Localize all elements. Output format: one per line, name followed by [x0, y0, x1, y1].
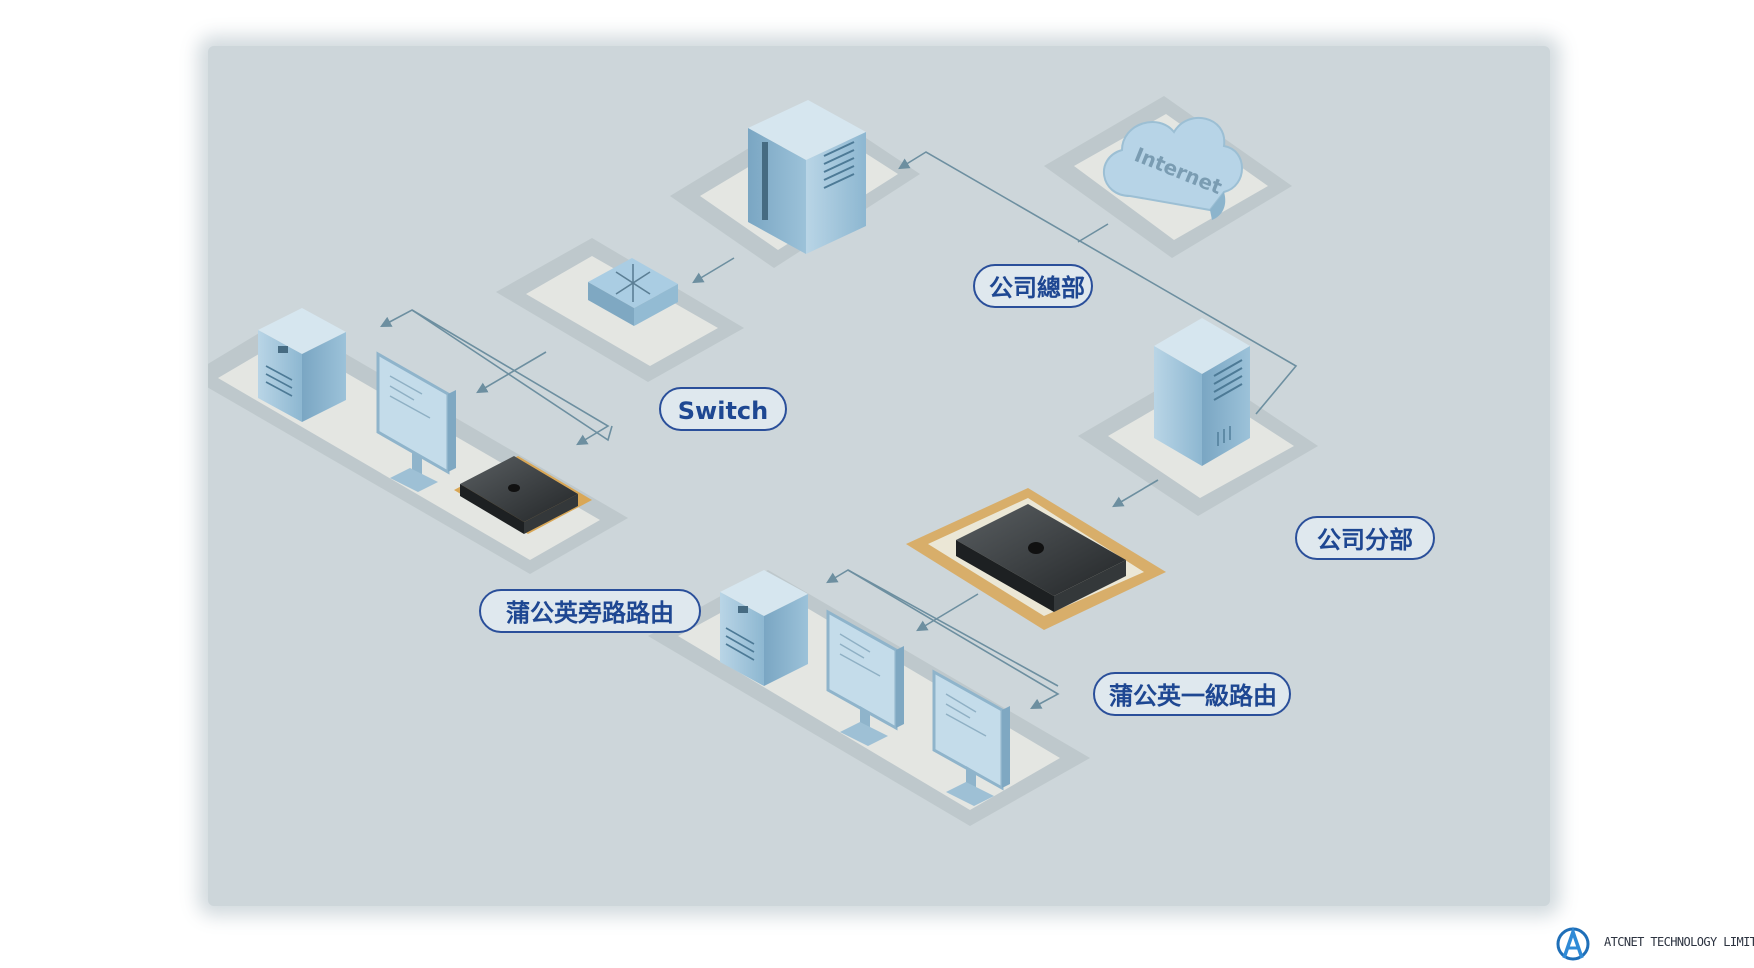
link-branch-router	[1112, 479, 1159, 508]
branch-label: 公司分部	[1295, 516, 1435, 560]
atcnet-logo-mark	[1556, 926, 1590, 961]
link-hq-switch	[692, 257, 735, 284]
link-bypass-router	[411, 309, 610, 446]
bottom-monitor-1-icon[interactable]	[826, 609, 904, 746]
network-diagram-stage: Internet	[208, 46, 1550, 906]
left-monitor-icon[interactable]	[376, 351, 456, 492]
bypass-router-icon[interactable]	[454, 456, 592, 534]
connectors	[380, 151, 1298, 710]
bypass-router-label: 蒲公英旁路路由	[479, 589, 701, 633]
branch-server-icon[interactable]	[1154, 318, 1250, 466]
link-monitor-bottom	[847, 569, 1060, 710]
left-tower-icon[interactable]	[258, 308, 346, 422]
primary-router-label: 蒲公英一級路由	[1093, 672, 1291, 716]
switch-label: Switch	[659, 387, 787, 431]
bottom-monitor-2-icon[interactable]	[932, 669, 1010, 806]
link-switch-monitor	[476, 351, 547, 394]
internet-cloud-icon: Internet	[1103, 116, 1243, 220]
link-tower-left	[380, 309, 613, 442]
company-logo-text: ATCNET TECHNOLOGY LIMITED	[1604, 935, 1754, 949]
network-diagram: Internet	[208, 96, 1318, 826]
link-branch-hq	[898, 151, 1298, 415]
company-logo	[1556, 926, 1590, 961]
hq-label: 公司總部	[973, 264, 1093, 308]
primary-router-icon[interactable]	[956, 504, 1126, 612]
hq-server-icon[interactable]	[748, 100, 866, 254]
bottom-tower-icon[interactable]	[720, 570, 808, 686]
link-router-monitor	[916, 593, 979, 632]
link-internet-tap	[1077, 223, 1109, 243]
switch-icon[interactable]	[588, 258, 678, 326]
